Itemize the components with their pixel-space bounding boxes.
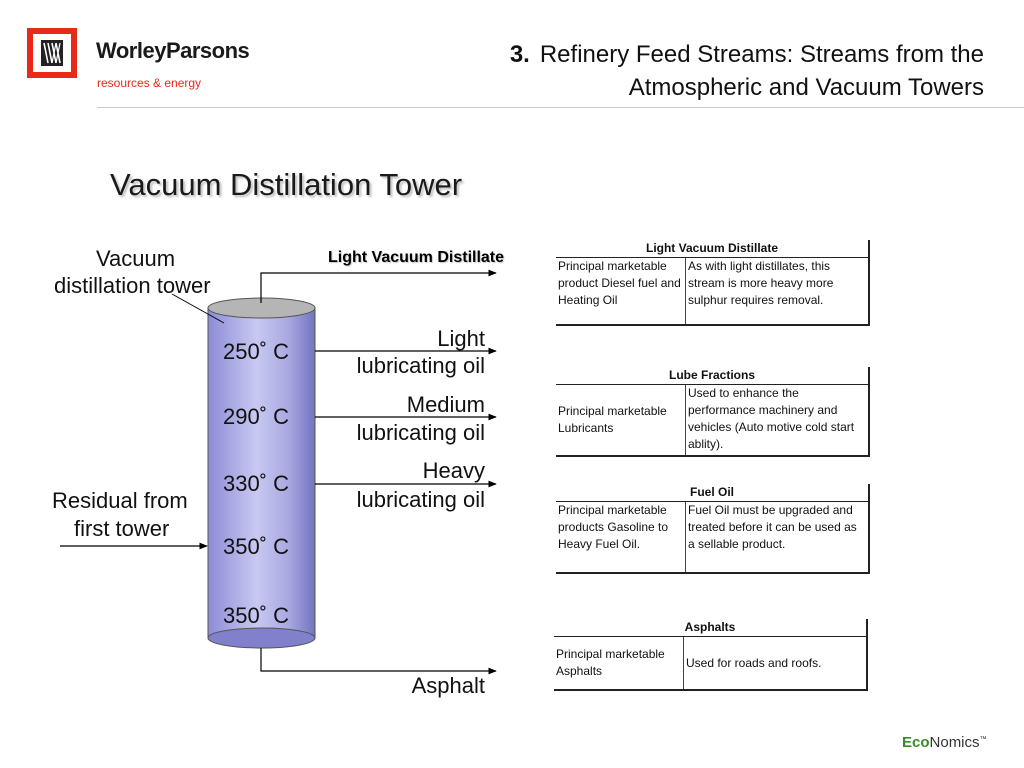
page-title: Vacuum Distillation Tower (110, 167, 463, 202)
tower-label-line2: distillation tower (54, 273, 211, 298)
table-header: Fuel Oil (556, 484, 870, 502)
stream-label: lubricating oil (357, 487, 485, 512)
light-vacuum-distillate-label: Light Vacuum Distillate (328, 249, 505, 266)
info-table-asphalts: Asphalts Principal marketable Asphalts U… (554, 619, 868, 691)
tower-column (207, 297, 316, 649)
eco-prefix: Eco (902, 734, 930, 751)
stream-label: lubricating oil (357, 420, 485, 445)
table-cell-product: Principal marketable Asphalts (554, 636, 684, 691)
info-table-lube-fractions: Lube Fractions Principal marketable Lubr… (556, 367, 870, 457)
header-title: 3. Refinery Feed Streams: Streams from th… (510, 38, 984, 104)
brand-name: WorleyParsons (96, 38, 250, 63)
stream-label: Heavy (423, 458, 485, 483)
tower-label-leader (171, 293, 225, 324)
trademark-mark: ™ (979, 736, 987, 743)
temperature-label: 330˚ C (223, 471, 289, 496)
temperature-label: 250˚ C (223, 339, 289, 364)
header-title-line2: Atmospheric and Vacuum Towers (628, 74, 984, 101)
economics-logo: EcoNomics™ (902, 734, 987, 751)
section-number: 3. (509, 41, 530, 68)
logo-mark-icon (41, 40, 63, 66)
table-cell-description: Fuel Oil must be upgraded and treated be… (685, 501, 870, 574)
eco-suffix: Nomics (929, 734, 980, 751)
logo-inner (33, 34, 71, 72)
header-title-line1: Refinery Feed Streams: Streams from the (539, 41, 984, 68)
brand-tagline: resources & energy (97, 76, 202, 90)
table-header: Light Vacuum Distillate (556, 240, 870, 258)
table-header: Asphalts (554, 619, 868, 637)
table-cell-product: Principal marketable products Gasoline t… (556, 501, 686, 574)
table-cell-description: Used to enhance the performance machiner… (685, 384, 870, 457)
asphalt-arrow (260, 648, 497, 675)
temperature-label: 350˚ C (223, 534, 289, 559)
info-table-light-vacuum-distillate: Light Vacuum Distillate Principal market… (556, 240, 870, 326)
light-vacuum-distillate-arrow (260, 269, 497, 303)
table-cell-description: Used for roads and roofs. (683, 636, 868, 691)
asphalt-label: Asphalt (412, 673, 485, 698)
table-cell-description: As with light distillates, this stream i… (685, 257, 870, 326)
stream-label: Medium (407, 392, 485, 417)
tower-label-line1: Vacuum (96, 246, 175, 271)
info-table-fuel-oil: Fuel Oil Principal marketable products G… (556, 484, 870, 574)
stream-label: Light (437, 326, 485, 351)
feed-label-line1: Residual from (52, 488, 188, 513)
table-header: Lube Fractions (556, 367, 870, 385)
feed-label-line2: first tower (74, 516, 169, 541)
table-cell-product: Principal marketable product Diesel fuel… (556, 257, 686, 326)
temperature-label: 350˚ C (223, 603, 289, 628)
worleyparsons-logo-icon (27, 28, 77, 78)
stream-label: lubricating oil (357, 353, 485, 378)
temperature-label: 290˚ C (223, 404, 289, 429)
table-cell-product: Principal marketable Lubricants (556, 384, 686, 457)
header-divider (97, 107, 1024, 108)
